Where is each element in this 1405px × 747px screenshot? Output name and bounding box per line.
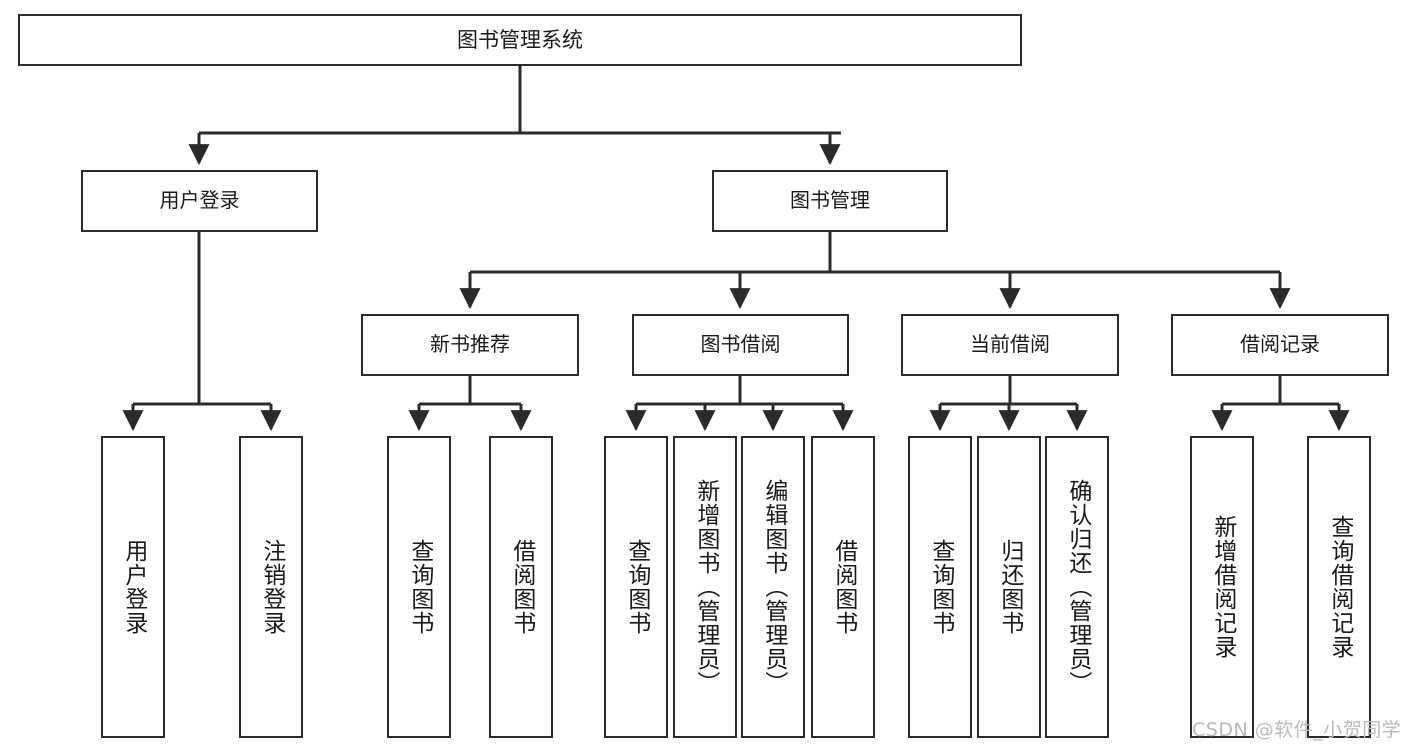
node-leaf-logout-login[interactable]: 注销登录 <box>239 436 303 738</box>
node-leaf-return-book[interactable]: 归还图书 <box>977 436 1041 738</box>
node-leaf-query-borrow-record-label: 查询借阅记录 <box>1326 515 1353 659</box>
watermark: CSDN @软件_小贺同学 <box>1192 719 1402 741</box>
node-leaf-query-book-2[interactable]: 查询图书 <box>604 436 668 738</box>
node-leaf-add-book-admin[interactable]: 新增图书（管理员） <box>673 436 737 738</box>
node-leaf-query-book-1[interactable]: 查询图书 <box>387 436 451 738</box>
node-leaf-user-login-label: 用户登录 <box>120 539 147 635</box>
node-book-borrow-label: 图书借阅 <box>700 332 781 357</box>
node-leaf-add-book-admin-label: 新增图书（管理员） <box>692 479 719 695</box>
node-borrow-record[interactable]: 借阅记录 <box>1171 314 1389 376</box>
node-leaf-confirm-return-admin[interactable]: 确认归还（管理员） <box>1045 436 1109 738</box>
node-leaf-query-book-2-label: 查询图书 <box>623 539 650 635</box>
node-book-management[interactable]: 图书管理 <box>712 170 948 232</box>
node-leaf-add-borrow-record[interactable]: 新增借阅记录 <box>1190 436 1254 738</box>
node-leaf-logout-login-label: 注销登录 <box>258 539 285 635</box>
node-leaf-query-book-3[interactable]: 查询图书 <box>908 436 972 738</box>
node-root-label: 图书管理系统 <box>457 27 583 52</box>
node-leaf-borrow-book-1-label: 借阅图书 <box>508 539 535 635</box>
node-current-borrow[interactable]: 当前借阅 <box>901 314 1119 376</box>
node-leaf-borrow-book-2[interactable]: 借阅图书 <box>811 436 875 738</box>
node-current-borrow-label: 当前借阅 <box>970 332 1050 357</box>
node-new-book-recommend-label: 新书推荐 <box>430 332 510 357</box>
node-new-book-recommend[interactable]: 新书推荐 <box>361 314 579 376</box>
node-user-login-label: 用户登录 <box>159 188 240 213</box>
node-borrow-record-label: 借阅记录 <box>1240 332 1320 357</box>
node-leaf-query-book-1-label: 查询图书 <box>406 539 433 635</box>
node-leaf-edit-book-admin-label: 编辑图书（管理员） <box>760 479 787 695</box>
node-leaf-query-book-3-label: 查询图书 <box>927 539 954 635</box>
node-leaf-return-book-label: 归还图书 <box>996 539 1023 635</box>
node-root[interactable]: 图书管理系统 <box>18 14 1022 66</box>
node-book-management-label: 图书管理 <box>790 188 870 213</box>
node-leaf-confirm-return-admin-label: 确认归还（管理员） <box>1064 479 1091 695</box>
node-leaf-borrow-book-2-label: 借阅图书 <box>830 539 857 635</box>
node-user-login[interactable]: 用户登录 <box>81 170 318 232</box>
node-book-borrow[interactable]: 图书借阅 <box>632 314 849 376</box>
node-leaf-add-borrow-record-label: 新增借阅记录 <box>1209 515 1236 659</box>
node-leaf-user-login[interactable]: 用户登录 <box>101 436 165 738</box>
node-leaf-query-borrow-record[interactable]: 查询借阅记录 <box>1307 436 1371 738</box>
node-leaf-borrow-book-1[interactable]: 借阅图书 <box>489 436 553 738</box>
node-leaf-edit-book-admin[interactable]: 编辑图书（管理员） <box>741 436 805 738</box>
